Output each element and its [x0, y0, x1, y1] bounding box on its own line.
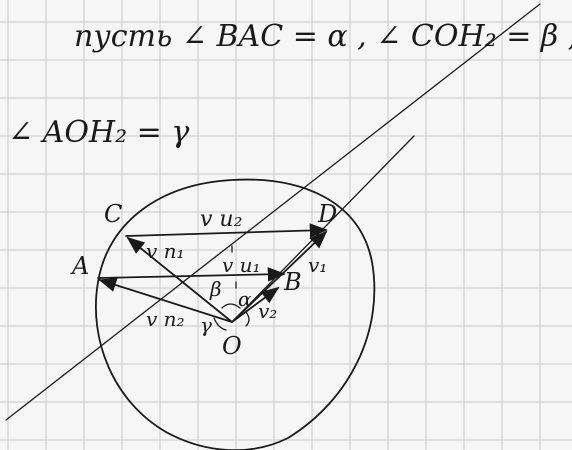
- circle: [94, 178, 376, 450]
- long-line: [5, 3, 541, 421]
- vector-n2: [98, 278, 233, 323]
- label-vector-u2: v u₂: [200, 207, 242, 232]
- label-point-a: A: [70, 252, 89, 280]
- chord-cd: [125, 223, 328, 238]
- label-point-o: O: [222, 332, 242, 360]
- angle-arc-gamma: [213, 317, 227, 331]
- heading-line-2: ∠ AOH₂ = γ: [8, 115, 189, 150]
- label-vector-v1: v₁: [308, 253, 327, 277]
- label-vector-u1: v u₁: [222, 253, 261, 277]
- angle-arc-beta: [221, 303, 241, 309]
- label-angle-alpha: α: [238, 287, 252, 311]
- heading-line-1: пусть ∠ BAC = α , ∠ COH₂ = β ,: [74, 19, 572, 54]
- label-vector-v2: v₂: [258, 299, 277, 323]
- label-angle-beta: β: [209, 277, 222, 301]
- label-vector-n1: v n₁: [146, 239, 185, 263]
- label-point-c: C: [104, 200, 122, 228]
- label-point-b: B: [283, 268, 302, 296]
- angle-arc-alpha: [245, 311, 250, 327]
- vector-n1: [126, 236, 233, 323]
- label-point-d: D: [317, 200, 337, 228]
- line-through-o: [231, 135, 415, 323]
- label-angle-gamma: γ: [200, 313, 212, 337]
- label-vector-n2: v n₂: [146, 307, 185, 331]
- vector-v1: [231, 230, 328, 323]
- chord-ab: [97, 267, 286, 282]
- vector-v2: [231, 286, 280, 323]
